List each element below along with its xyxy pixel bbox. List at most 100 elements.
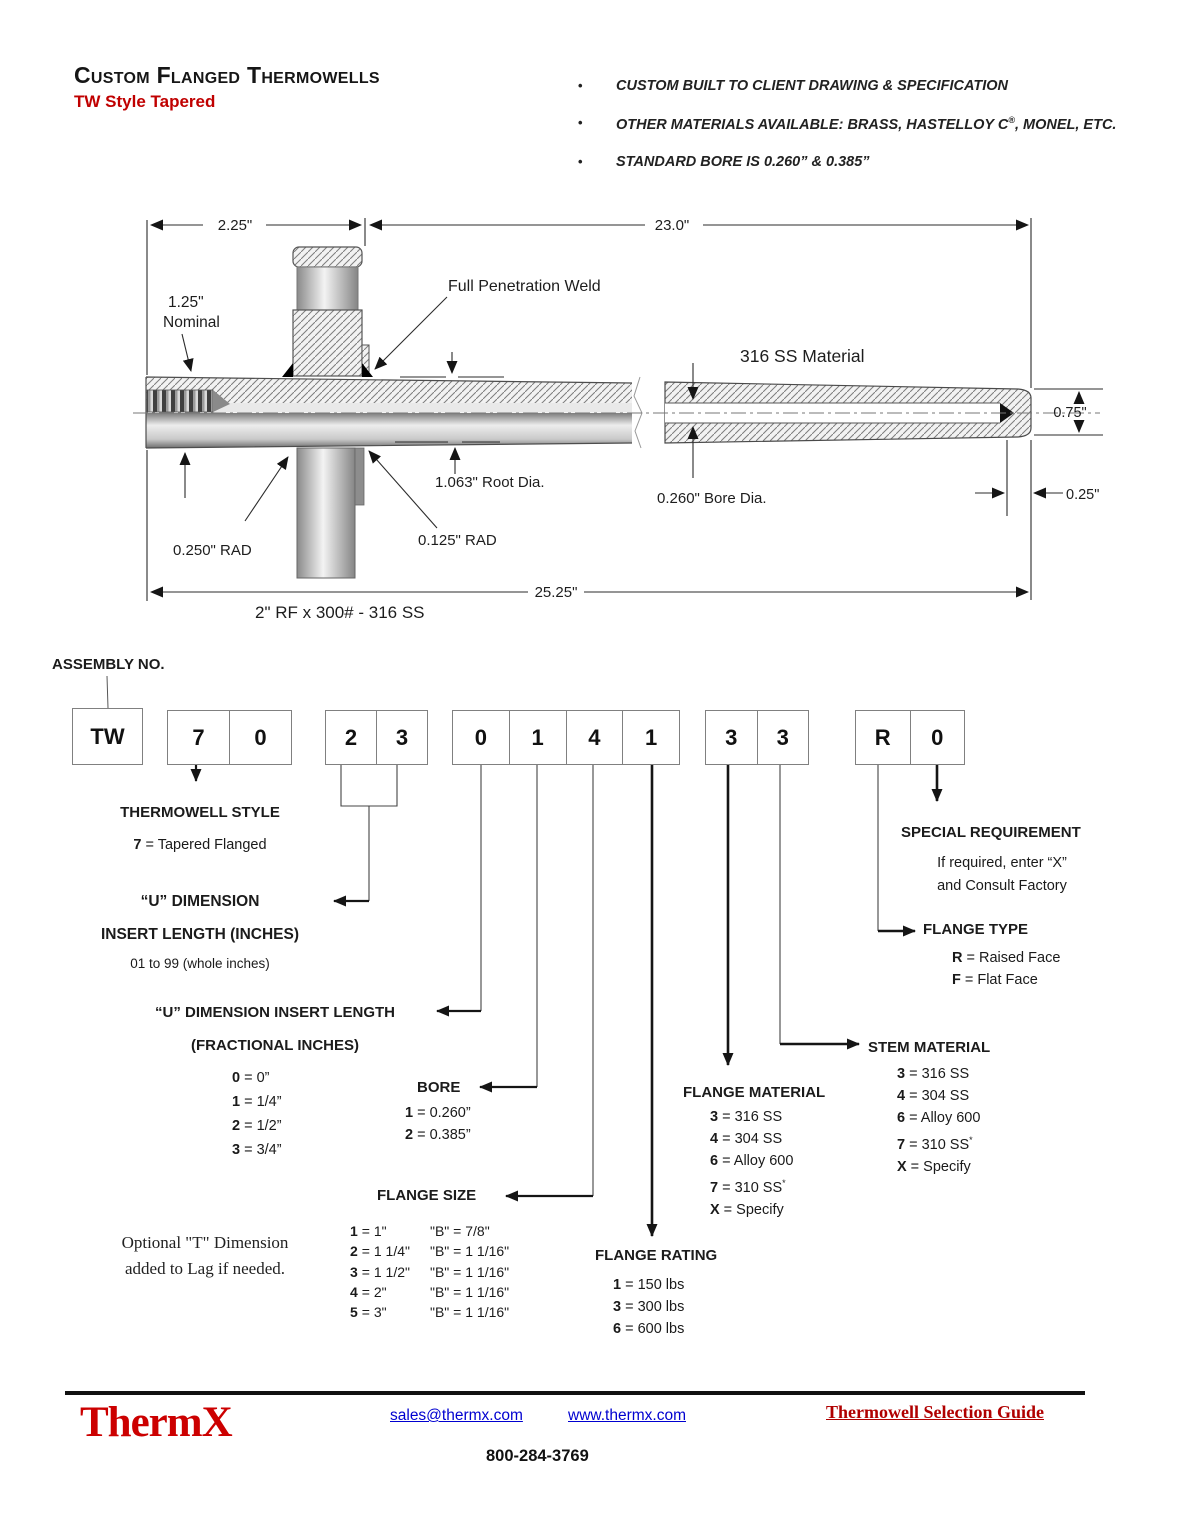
page-title: Custom Flanged Thermowells <box>74 62 380 88</box>
bullet-text: CUSTOM BUILT TO CLIENT DRAWING & SPECIFI… <box>616 78 1009 94</box>
bullet-icon: • <box>578 153 583 169</box>
section-title-special-requirement: SPECIAL REQUIREMENT <box>901 824 1081 841</box>
dim-tip-od: 0.75" <box>1053 405 1086 421</box>
list-item: 1= 1/4” <box>232 1094 282 1110</box>
section-title-u-dimension: “U” DIMENSION <box>140 893 260 910</box>
dim-nominal-word: Nominal <box>163 314 220 331</box>
list-item: 7= 310 SS* <box>897 1135 973 1153</box>
footer-rule <box>65 1391 1085 1395</box>
list-item: 2= 0.385” <box>405 1127 471 1143</box>
thread-section <box>146 389 230 413</box>
assembly-box-materials: 3 3 <box>705 710 809 765</box>
bullet-text: STANDARD BORE IS 0.260” & 0.385” <box>616 153 870 170</box>
section-title-fractional-inches: (FRACTIONAL INCHES) <box>190 1037 360 1054</box>
bore-callout: 0.260" Bore Dia. <box>657 490 767 507</box>
break-gap <box>633 370 665 454</box>
weld-callout: Full Penetration Weld <box>448 278 601 295</box>
material-callout: 316 SS Material <box>740 346 865 366</box>
break-line <box>633 376 643 449</box>
u-whole-note: 01 to 99 (whole inches) <box>130 956 270 971</box>
bullet-icon: • <box>578 115 583 130</box>
flange-spec-label: 2" RF x 300# - 316 SS <box>255 603 425 622</box>
rad-small-callout: 0.125" RAD <box>418 532 497 549</box>
page-subtitle: TW Style Tapered <box>74 92 216 111</box>
assembly-cell: 1 <box>645 724 658 750</box>
assembly-cell: 0 <box>931 724 944 750</box>
assembly-box-frac-bore-size-rating: 0 1 4 1 <box>452 710 680 765</box>
list-item: X= Specify <box>897 1158 971 1175</box>
assembly-cell: R <box>856 711 911 764</box>
list-item: 3= 316 SS <box>710 1109 783 1125</box>
phone-number: 800-284-3769 <box>486 1447 589 1465</box>
assembly-cell: 2 <box>326 711 377 764</box>
special-requirement-note: If required, enter “X” and Consult Facto… <box>937 855 1067 894</box>
company-logo: ThermX <box>80 1399 233 1446</box>
list-item: R= Raised Face <box>952 950 1061 966</box>
list-item: X= Specify <box>710 1201 784 1218</box>
section-title-flange-size: FLANGE SIZE <box>377 1187 477 1204</box>
feature-bullets: • CUSTOM BUILT TO CLIENT DRAWING & SPECI… <box>578 78 1158 191</box>
bore-list: 1= 0.260” 2= 0.385” <box>405 1102 471 1146</box>
list-item: 3= 316 SS <box>897 1066 970 1082</box>
bullet-text: OTHER MATERIALS AVAILABLE: BRASS, HASTEL… <box>616 115 1117 133</box>
root-dia-callout: 1.063" Root Dia. <box>435 474 545 491</box>
list-item: 0= 0” <box>232 1070 270 1086</box>
assembly-cell: TW <box>90 723 125 749</box>
bullet-item: • CUSTOM BUILT TO CLIENT DRAWING & SPECI… <box>578 78 1158 94</box>
bore-drill-point <box>1000 403 1014 423</box>
list-item: 1= 0.260” <box>405 1105 471 1121</box>
thermowell-shank <box>145 376 633 449</box>
rad-large-callout: 0.250" RAD <box>173 542 252 559</box>
assembly-cell: 1 <box>510 711 567 764</box>
section-title-stem-material: STEM MATERIAL <box>868 1039 991 1056</box>
section-title-insert-length: INSERT LENGTH (INCHES) <box>100 926 300 943</box>
section-title-bore: BORE <box>417 1079 461 1096</box>
list-item: 3= 3/4” <box>232 1142 282 1158</box>
flange-size-table: 1= 1""B" = 7/8" 2= 1 1/4""B" = 1 1/16" 3… <box>350 1221 509 1322</box>
website-link[interactable]: www.thermx.com <box>568 1407 686 1424</box>
flange-rating-list: 1= 150 lbs 3= 300 lbs 6= 600 lbs <box>613 1274 684 1340</box>
dim-nominal-value: 1.25" <box>168 294 204 311</box>
list-item: 4= 304 SS <box>710 1131 783 1147</box>
assembly-cell: 0 <box>254 724 267 750</box>
list-item: 1= 150 lbs <box>613 1277 685 1293</box>
stem-material-list: 3= 316 SS 4= 304 SS 6= Alloy 600 7= 310 … <box>897 1063 980 1178</box>
assembly-cell: 3 <box>395 724 409 750</box>
list-item: 6= Alloy 600 <box>710 1153 794 1169</box>
list-item: F= Flat Face <box>952 972 1038 988</box>
table-row: 4= 2""B" = 1 1/16" <box>350 1283 510 1300</box>
bullet-icon: • <box>578 78 583 93</box>
dim-insert-length: 23.0" <box>655 217 690 234</box>
assembly-box-style: 7 0 <box>167 710 292 765</box>
section-title-u-fractional: “U” DIMENSION INSERT LENGTH <box>154 1004 395 1021</box>
assembly-no-label: ASSEMBLY NO. <box>52 656 165 673</box>
bullet-item: • OTHER MATERIALS AVAILABLE: BRASS, HAST… <box>578 115 1158 133</box>
assembly-box-prefix: TW <box>72 708 143 765</box>
guide-title: Thermowell Selection Guide <box>826 1402 1044 1422</box>
list-item: 6= 600 lbs <box>613 1321 685 1337</box>
flange-section <box>292 246 370 377</box>
dimension-lines <box>146 218 1103 601</box>
list-item: 3= 300 lbs <box>613 1299 685 1315</box>
thermowell-style-item: 7= Tapered Flanged <box>133 837 267 853</box>
dim-lag: 0.25" <box>1066 487 1099 503</box>
email-link[interactable]: sales@thermx.com <box>390 1407 523 1424</box>
u-fractional-list: 0= 0” 1= 1/4” 2= 1/2” 3= 3/4” <box>232 1066 282 1162</box>
flange-lower-hub <box>296 447 356 579</box>
bullet-item: • STANDARD BORE IS 0.260” & 0.385” <box>578 154 1158 170</box>
assembly-cell: 3 <box>706 711 758 764</box>
assembly-cell: 0 <box>453 711 510 764</box>
section-title-flange-type: FLANGE TYPE <box>923 921 1029 938</box>
weld-bead-left <box>282 363 293 377</box>
table-row: 5= 3""B" = 1 1/16" <box>350 1304 510 1321</box>
table-row: 1= 1""B" = 7/8" <box>350 1223 490 1239</box>
thermowell-tip-section <box>664 381 1032 444</box>
assembly-box-u-whole: 2 3 <box>325 710 428 765</box>
section-title-flange-rating: FLANGE RATING <box>595 1247 718 1264</box>
assembly-cell: 4 <box>567 711 624 764</box>
list-item: 7= 310 SS* <box>710 1178 786 1196</box>
dim-overall: 25.25" <box>535 584 578 601</box>
list-item: 6= Alloy 600 <box>897 1110 981 1126</box>
